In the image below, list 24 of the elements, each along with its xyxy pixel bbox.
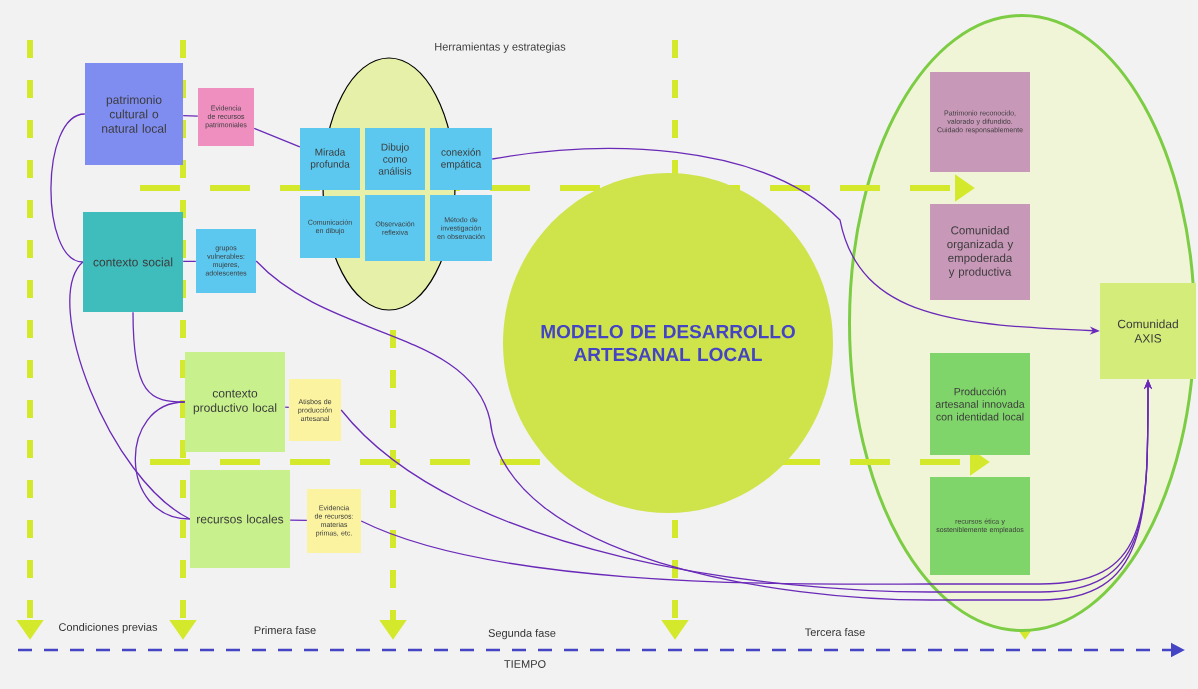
sticky-note: Mirada profunda	[300, 128, 360, 190]
connector	[182, 114, 199, 117]
sticky-note: Comunidad organizada y empoderada y productiva	[930, 204, 1030, 300]
sticky-note: recursos locales	[190, 470, 290, 568]
phase-label: Segunda fase	[488, 628, 556, 640]
sticky-note: contexto productivo local	[185, 352, 285, 452]
axis-label: TIEMPO	[504, 660, 546, 668]
connector	[253, 127, 301, 148]
connector	[289, 519, 308, 522]
sticky-note: contexto social	[83, 212, 183, 312]
phase-label: Primera fase	[254, 625, 316, 635]
connector	[134, 401, 191, 520]
sticky-note: Producción artesanal innovada con identidad local	[930, 353, 1030, 455]
phase-label: Condiciones previas	[59, 622, 158, 634]
connector	[69, 261, 191, 520]
connector	[50, 113, 86, 263]
sticky-note: conexión empática	[430, 128, 492, 190]
connector	[284, 406, 290, 409]
connector	[182, 260, 197, 263]
sticky-note: Dibujo como análisis	[365, 128, 425, 190]
phase-label: Tercera fase	[805, 628, 865, 637]
sticky-note: Comunidad AXIS	[1100, 283, 1196, 379]
sticky-note: patrimonio cultural o natural local	[85, 63, 183, 165]
heading: Herramientas y estrategias	[435, 42, 566, 53]
